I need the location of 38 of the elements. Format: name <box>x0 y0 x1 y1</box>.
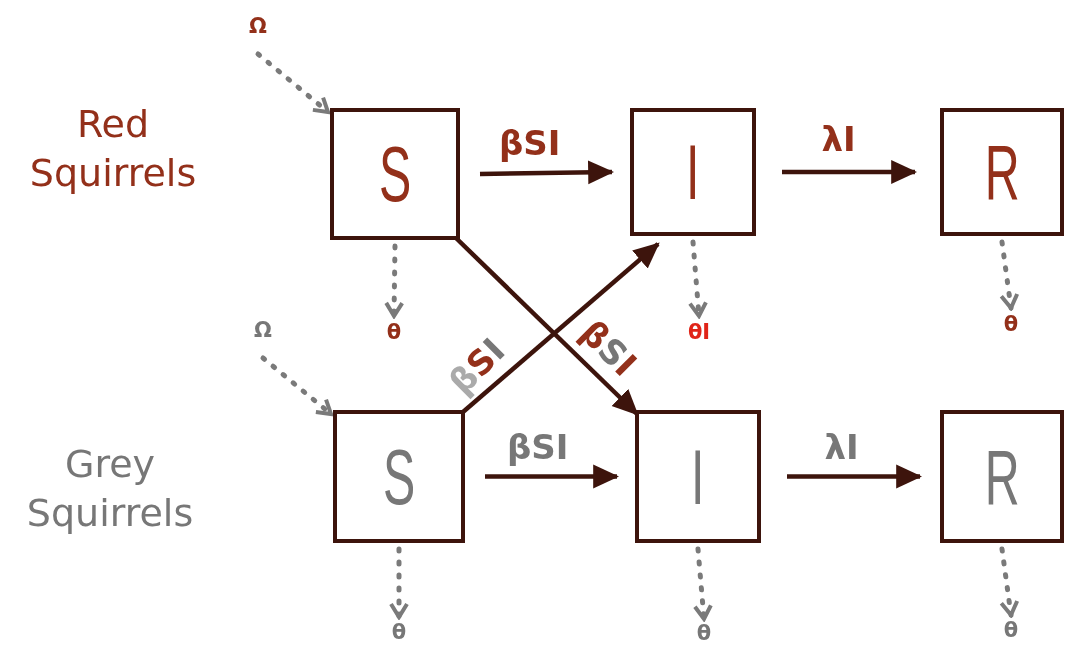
compartment-letter: R <box>984 133 1020 211</box>
rate-symbol: θ <box>383 619 415 645</box>
arrow <box>479 160 615 185</box>
arrow <box>782 160 918 184</box>
rate-symbol: Ω <box>247 316 279 344</box>
dashed-arrow <box>389 546 409 620</box>
compartment-letter: I <box>686 133 700 211</box>
dashed-arrow <box>384 243 405 319</box>
compartment-letter: S <box>382 437 416 516</box>
compartment-box <box>630 108 756 236</box>
arrow <box>461 242 660 414</box>
dashed-arrow <box>692 546 713 622</box>
row-label: Grey Squirrels <box>25 441 195 538</box>
rate-symbol: θ <box>688 621 720 645</box>
rate-symbol: θ <box>378 318 410 346</box>
arrow <box>454 236 639 416</box>
dashed-arrow <box>688 239 708 319</box>
rate-symbol: θ <box>995 617 1027 643</box>
arrow <box>787 464 923 489</box>
rate-symbol: θ <box>995 310 1027 338</box>
compartment-box <box>940 410 1064 543</box>
edge-label: βSI <box>573 312 644 384</box>
dashed-arrow <box>999 239 1020 311</box>
rate-symbol: θI <box>680 318 718 346</box>
rate-symbol: Ω <box>242 12 274 40</box>
edge-label: βSI <box>441 330 512 402</box>
dashed-arrow <box>260 355 334 417</box>
compartment-letter: I <box>691 437 705 516</box>
compartment-box <box>330 108 460 240</box>
dashed-arrow <box>999 546 1020 618</box>
compartment-box <box>333 410 465 543</box>
compartment-letter: R <box>984 437 1020 516</box>
compartment-box <box>940 108 1064 236</box>
row-label: Red Squirrels <box>28 101 198 198</box>
compartment-box <box>635 410 761 543</box>
arrow <box>485 464 620 489</box>
dashed-arrow <box>255 51 331 115</box>
compartment-letter: S <box>378 135 412 213</box>
